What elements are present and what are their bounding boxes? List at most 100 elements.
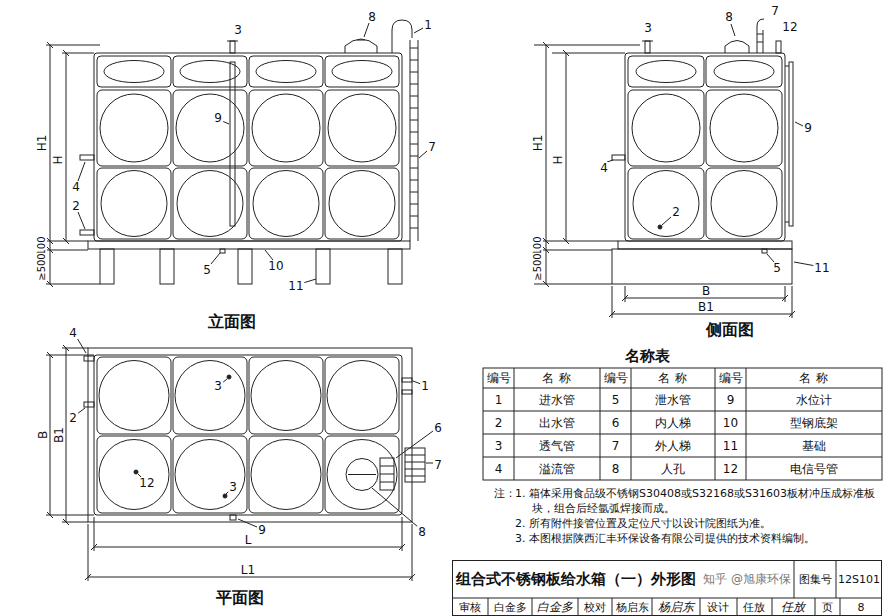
dimension-label: H1	[532, 134, 544, 153]
dimension-label: B	[37, 430, 49, 440]
plan-view-part	[405, 448, 425, 482]
table-cell: 外人梯	[654, 440, 692, 452]
side-view-part	[711, 171, 777, 237]
side-view-part	[642, 41, 653, 42]
table-cell: 11	[722, 440, 739, 452]
plan-view-part	[251, 361, 321, 431]
dimension-label: L	[244, 534, 253, 546]
elevation-view-part	[180, 61, 240, 83]
plan-view-part	[325, 357, 399, 434]
side-view-part	[566, 53, 567, 241]
elevation-view-part	[345, 39, 377, 53]
plan-view	[46, 338, 433, 581]
side-view-part	[612, 314, 792, 315]
callout-number: 12	[138, 477, 155, 489]
elevation-view-part	[328, 94, 396, 162]
plan-view-part	[249, 436, 323, 513]
side-view-part	[612, 155, 625, 160]
plan-view-part	[249, 357, 323, 434]
name-table-grid-part	[483, 368, 882, 480]
table-cell: 名称	[794, 372, 833, 384]
title-block-cell: 任放	[742, 602, 766, 613]
title-block-cell: 8	[857, 602, 866, 613]
elevation-view-part	[101, 171, 167, 237]
plan-view-part	[405, 455, 425, 476]
title-block-cell: 页	[821, 602, 834, 613]
side-view-part	[710, 94, 778, 162]
title-block-grid-part	[488, 598, 840, 616]
plan-view-part	[327, 361, 397, 431]
callout-number: 1	[423, 19, 433, 31]
callout-number: 3	[643, 22, 653, 34]
callout-number: 11	[813, 262, 830, 274]
elevation-view-part	[249, 168, 323, 239]
elevation-view-part	[238, 249, 252, 284]
plan-view-part	[175, 361, 245, 431]
plan-view-part	[84, 356, 94, 361]
table-cell: 9	[726, 394, 736, 406]
side-view-part	[762, 249, 767, 253]
note-text: 3. 本图根据陕西汇丰环保设备有限公司提供的技术资料编制。	[515, 531, 882, 546]
name-table-grid	[483, 368, 882, 480]
plan-view-part	[251, 440, 321, 510]
side-view-part	[706, 56, 782, 87]
side-view-part	[725, 41, 749, 54]
callout-number: 9	[803, 122, 813, 134]
title-block-cell: 白金多	[493, 602, 528, 613]
elevation-view-part	[160, 249, 174, 284]
table-cell: 电信号管	[789, 463, 839, 475]
callout-number: 9	[213, 112, 223, 124]
dimension-label: B1	[697, 301, 715, 313]
elevation-view-part	[97, 90, 171, 166]
callout-number: 12	[781, 21, 798, 33]
plan-view-part	[77, 338, 433, 527]
table-cell: 2	[494, 417, 504, 429]
dimension-label: H1	[36, 134, 48, 153]
dimension-label: L1	[240, 564, 256, 576]
plan-view-part	[346, 459, 378, 491]
table-cell: 6	[611, 417, 621, 429]
elevation-view-part	[78, 23, 427, 283]
plan-view-part	[173, 436, 247, 513]
elevation-view-part	[88, 241, 410, 249]
elevation-view-part	[253, 171, 319, 237]
side-view-part	[645, 41, 650, 53]
plan-view-part	[227, 375, 231, 379]
callout-number: 8	[724, 11, 734, 23]
callout-number: 4	[71, 181, 81, 193]
plan-view-part	[94, 547, 402, 548]
elevation-view-part	[80, 230, 94, 235]
callout-number: 5	[202, 264, 212, 276]
callout-number: 3	[228, 481, 238, 493]
side-view-part	[546, 45, 547, 284]
notes-block: 1. 箱体采用食品级不锈钢S30408或S32168或S31603板材冲压成标准…	[515, 486, 882, 546]
table-cell: 型钢底架	[789, 417, 839, 429]
table-cell: 编号	[603, 372, 629, 384]
elevation-view-part	[177, 171, 243, 237]
plan-view-part	[402, 390, 412, 394]
name-table-grid-part	[483, 388, 882, 457]
callout-number: 2	[68, 412, 78, 424]
plan-view-part	[134, 470, 138, 474]
side-view-part	[612, 286, 792, 318]
plan-view-part	[46, 348, 94, 522]
view-title: 侧面图	[705, 322, 755, 338]
callout-number: 4	[599, 162, 609, 174]
side-view-part	[612, 249, 792, 284]
watermark: 知乎 @旭康环保	[702, 573, 792, 585]
elevation-view-part	[100, 249, 114, 284]
callout-number: 1	[420, 380, 430, 392]
plan-view-part	[402, 378, 412, 382]
callout-number: 2	[671, 206, 681, 218]
title-block-cell: 审核	[458, 602, 482, 613]
table-cell: 1	[494, 394, 504, 406]
elevation-view-part	[80, 155, 94, 160]
table-cell: 出水管	[538, 417, 576, 429]
elevation-view-part	[227, 41, 238, 42]
plan-view-part	[97, 357, 171, 434]
plan-view-part	[380, 466, 394, 482]
elevation-view-part	[173, 56, 247, 87]
elevation-view-part	[410, 40, 418, 241]
plan-view-part	[99, 361, 169, 431]
elevation-view-part	[176, 94, 244, 162]
